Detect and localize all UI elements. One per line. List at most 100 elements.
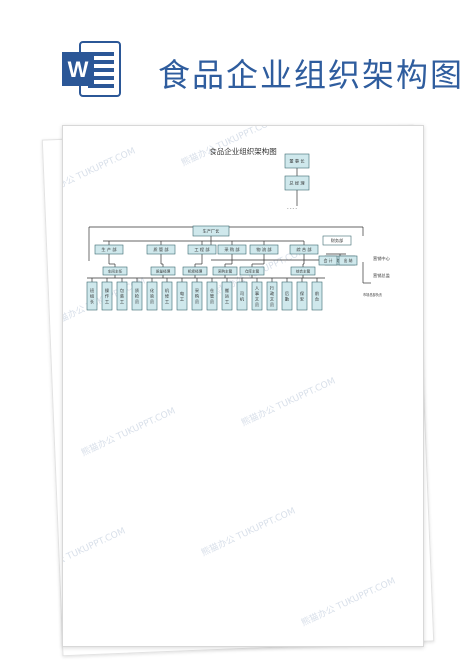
sub-manager-box-label: 质量经理 — [156, 269, 171, 274]
leaf-label: 员 — [210, 299, 214, 305]
production-director-box-label: 生产厂长 — [203, 228, 221, 235]
department-box-label: 采 购 部 — [224, 246, 239, 253]
leaf-box: 采购员 — [191, 281, 203, 311]
chart-boxes: 董 事 长总 经 理- - - -财务部营销中心营销总监市场总部负责生产厂长财务… — [86, 153, 391, 311]
leaf-label: 事 — [255, 290, 259, 297]
leaf-label: 后 — [285, 290, 289, 297]
leaf-box: 化验员 — [146, 281, 158, 311]
leaf-label: 购 — [195, 293, 199, 300]
leaf-label: 班 — [90, 287, 94, 294]
leaf-box: 包装工 — [116, 281, 128, 311]
department-box: 采 购 部 — [217, 244, 247, 255]
department-box-label: 物 流 部 — [256, 246, 271, 253]
word-icon: W — [62, 41, 121, 97]
finance-unit-box: 会 计 — [318, 255, 338, 266]
watermark-text: 熊猫办公 TUKUPPT.COM — [199, 505, 297, 559]
sub-manager-box-label: 采购主管 — [218, 269, 233, 274]
leaf-label: 机 — [240, 295, 245, 302]
general-manager-box: 总 经 理 — [284, 175, 310, 191]
leaf-label: 勤 — [285, 295, 289, 302]
leaf-box: 仓管员 — [206, 281, 218, 311]
sub-manager-box: 采购主管 — [212, 266, 238, 276]
finance-unit-box: 出 纳 — [338, 255, 358, 266]
leaf-label: 组 — [90, 293, 94, 299]
leaf-label: 工 — [120, 299, 124, 304]
department-box: 质 管 部 — [146, 244, 176, 255]
leaf-label: 台 — [315, 295, 319, 302]
sub-manager-box-label: 仓库主管 — [245, 269, 260, 274]
leaf-label: 作 — [105, 293, 110, 300]
leaf-label: 保 — [300, 290, 305, 297]
gm-dotted: - - - - — [287, 206, 298, 211]
leaf-label: 修 — [165, 293, 170, 300]
leaf-label: 工 — [165, 299, 169, 304]
leaf-box: 班组长 — [86, 281, 98, 311]
leaf-label: 安 — [300, 295, 304, 302]
sub-manager-box-label: 综合主管 — [296, 269, 311, 274]
department-box-label: 综 合 部 — [296, 246, 311, 253]
leaf-label: 工 — [180, 296, 184, 301]
sub-manager-box-label: 机修经理 — [188, 269, 203, 274]
department-box-label: 工 程 部 — [194, 246, 209, 253]
leaf-label: 运 — [225, 293, 230, 300]
leaf-label: 包 — [120, 287, 125, 293]
marketing-center-label: 营销中心 — [373, 255, 391, 262]
leaf-label: 前 — [315, 290, 319, 297]
finance-dept-box: 财务部 — [322, 235, 352, 246]
watermark-text: 熊猫办公 TUKUPPT.COM — [79, 405, 177, 459]
sub-manager-box: 仓库主管 — [239, 266, 265, 276]
leaf-label: 工 — [105, 299, 109, 304]
department-box-label: 生 产 部 — [101, 246, 116, 253]
leaf-box: 操作工 — [101, 281, 113, 311]
leaf-label: 采 — [195, 287, 200, 294]
leaf-box: 搬运工 — [221, 281, 233, 311]
department-box: 综 合 部 — [289, 244, 319, 255]
sub-manager-box: 车间主任 — [102, 266, 128, 276]
sub-manager-box: 质量经理 — [150, 266, 176, 276]
leaf-label: 人 — [255, 285, 260, 290]
watermark-text: 熊猫办公 TUKUPPT.COM — [299, 575, 397, 629]
leaf-label: 装 — [120, 293, 125, 300]
leaf-label: 电 — [180, 290, 185, 296]
header-banner: W 食品企业组织架构图 — [0, 0, 474, 115]
leaf-label: 工 — [225, 299, 229, 304]
connector-lines — [87, 168, 371, 284]
leaf-label: 质 — [135, 287, 139, 294]
watermark-text: 熊猫办公 TUKUPPT.COM — [63, 525, 127, 579]
leaf-label: 司 — [240, 291, 244, 296]
leaf-box: 电工 — [176, 281, 188, 311]
sub-manager-box-label: 车间主任 — [108, 269, 123, 274]
leaf-box: 司机 — [236, 281, 248, 311]
leaf-label: 验 — [150, 293, 155, 300]
department-box: 工 程 部 — [187, 244, 217, 255]
leaf-box: 质检员 — [131, 281, 143, 311]
board-box: 董 事 长 — [284, 153, 310, 169]
marketing-director-label: 营销总监 — [373, 272, 390, 279]
sub-manager-box: 机修经理 — [182, 266, 208, 276]
word-icon-letter: W — [68, 57, 89, 82]
leaf-label: 长 — [90, 298, 95, 305]
finance-unit-box-label: 出 纳 — [344, 258, 353, 263]
finance-unit-box-label: 会 计 — [324, 258, 333, 263]
general-manager-box-label: 总 经 理 — [289, 180, 305, 186]
leaf-label: 员 — [270, 302, 274, 308]
department-box: 生 产 部 — [94, 244, 124, 255]
leaf-label: 员 — [135, 299, 139, 305]
leaf-label: 文 — [255, 295, 260, 302]
leaf-label: 机 — [165, 287, 170, 294]
finance-dept-box-label: 财务部 — [331, 237, 344, 244]
leaf-box: 前台 — [311, 281, 323, 311]
leaf-label: 文 — [270, 295, 275, 302]
leaf-box: 后勤 — [281, 281, 293, 311]
department-box-label: 质 管 部 — [153, 246, 168, 253]
production-director-box: 生产厂长 — [192, 225, 230, 237]
leaf-label: 化 — [150, 287, 155, 294]
leaf-box: 保安 — [296, 281, 308, 311]
leaf-label: 检 — [135, 293, 140, 300]
page-title: 食品企业组织架构图 — [158, 56, 465, 94]
